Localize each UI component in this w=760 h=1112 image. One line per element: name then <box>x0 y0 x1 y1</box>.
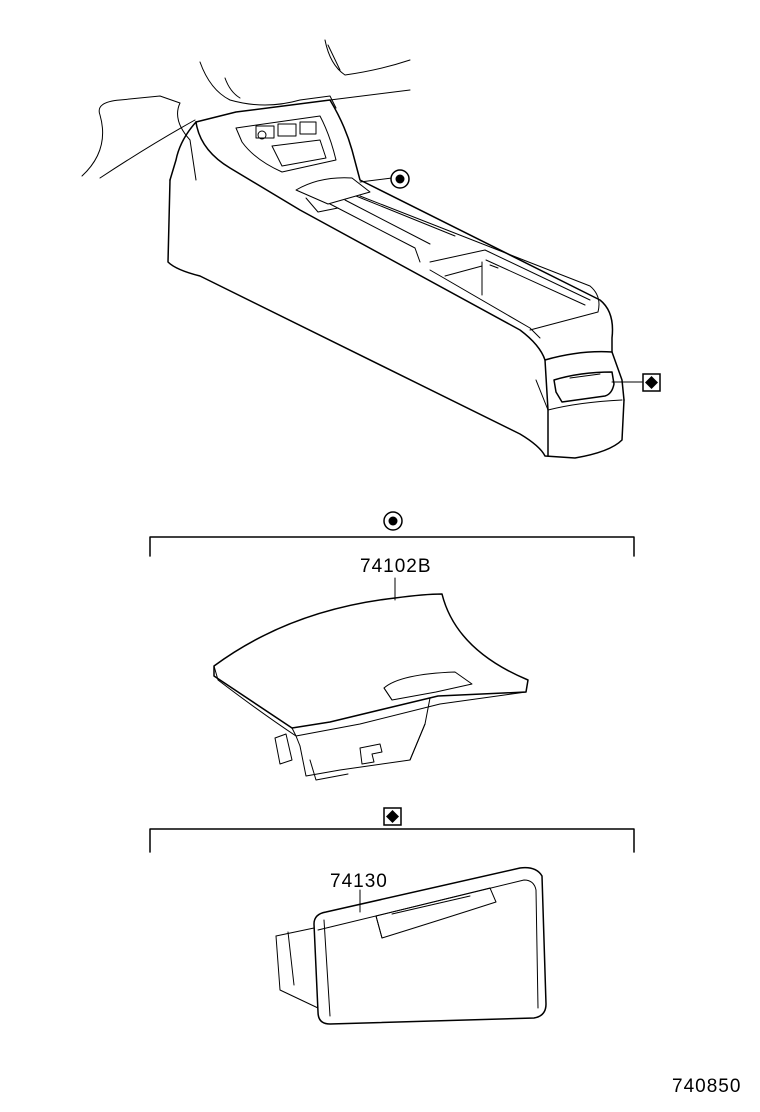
diamond-marker <box>642 373 661 392</box>
group-74102b <box>149 511 635 781</box>
circle-dot-icon <box>383 511 403 531</box>
group-bracket <box>149 536 635 557</box>
diagram-code: 740850 <box>672 1076 742 1097</box>
group-74130 <box>149 807 635 1025</box>
console-lid-part <box>213 593 529 781</box>
ashtray-part <box>275 866 547 1025</box>
group-bracket <box>149 828 635 853</box>
circle-dot-marker <box>390 169 410 189</box>
part-number-label: 74102B <box>360 556 432 577</box>
center-console-assembly <box>81 39 661 459</box>
part-number-label: 74130 <box>330 871 388 892</box>
diamond-in-square-icon <box>383 807 402 826</box>
